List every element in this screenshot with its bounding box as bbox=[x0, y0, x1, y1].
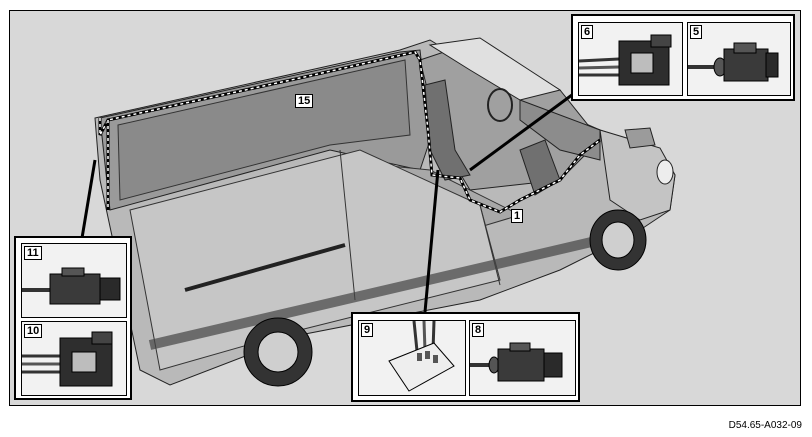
callout-group-bottom: 9 8 bbox=[351, 312, 580, 402]
number-6: 6 bbox=[581, 25, 594, 39]
inset-5: 5 bbox=[687, 22, 791, 96]
inset-9: 9 bbox=[358, 320, 466, 396]
figure-code: D54.65-A032-09 bbox=[728, 420, 802, 431]
number-5: 5 bbox=[690, 25, 703, 39]
inset-11: 11 bbox=[21, 243, 127, 318]
label-15: 15 bbox=[295, 94, 314, 108]
label-1: 1 bbox=[511, 209, 524, 223]
number-11: 11 bbox=[24, 246, 42, 260]
inset-6: 6 bbox=[578, 22, 683, 96]
inset-10: 10 bbox=[21, 321, 127, 396]
inset-8: 8 bbox=[469, 320, 576, 396]
number-9: 9 bbox=[361, 323, 374, 337]
number-10: 10 bbox=[24, 324, 43, 338]
callout-group-top-right: 6 5 bbox=[571, 14, 795, 101]
number-8: 8 bbox=[472, 323, 485, 337]
callout-group-left: 11 10 bbox=[14, 236, 132, 400]
